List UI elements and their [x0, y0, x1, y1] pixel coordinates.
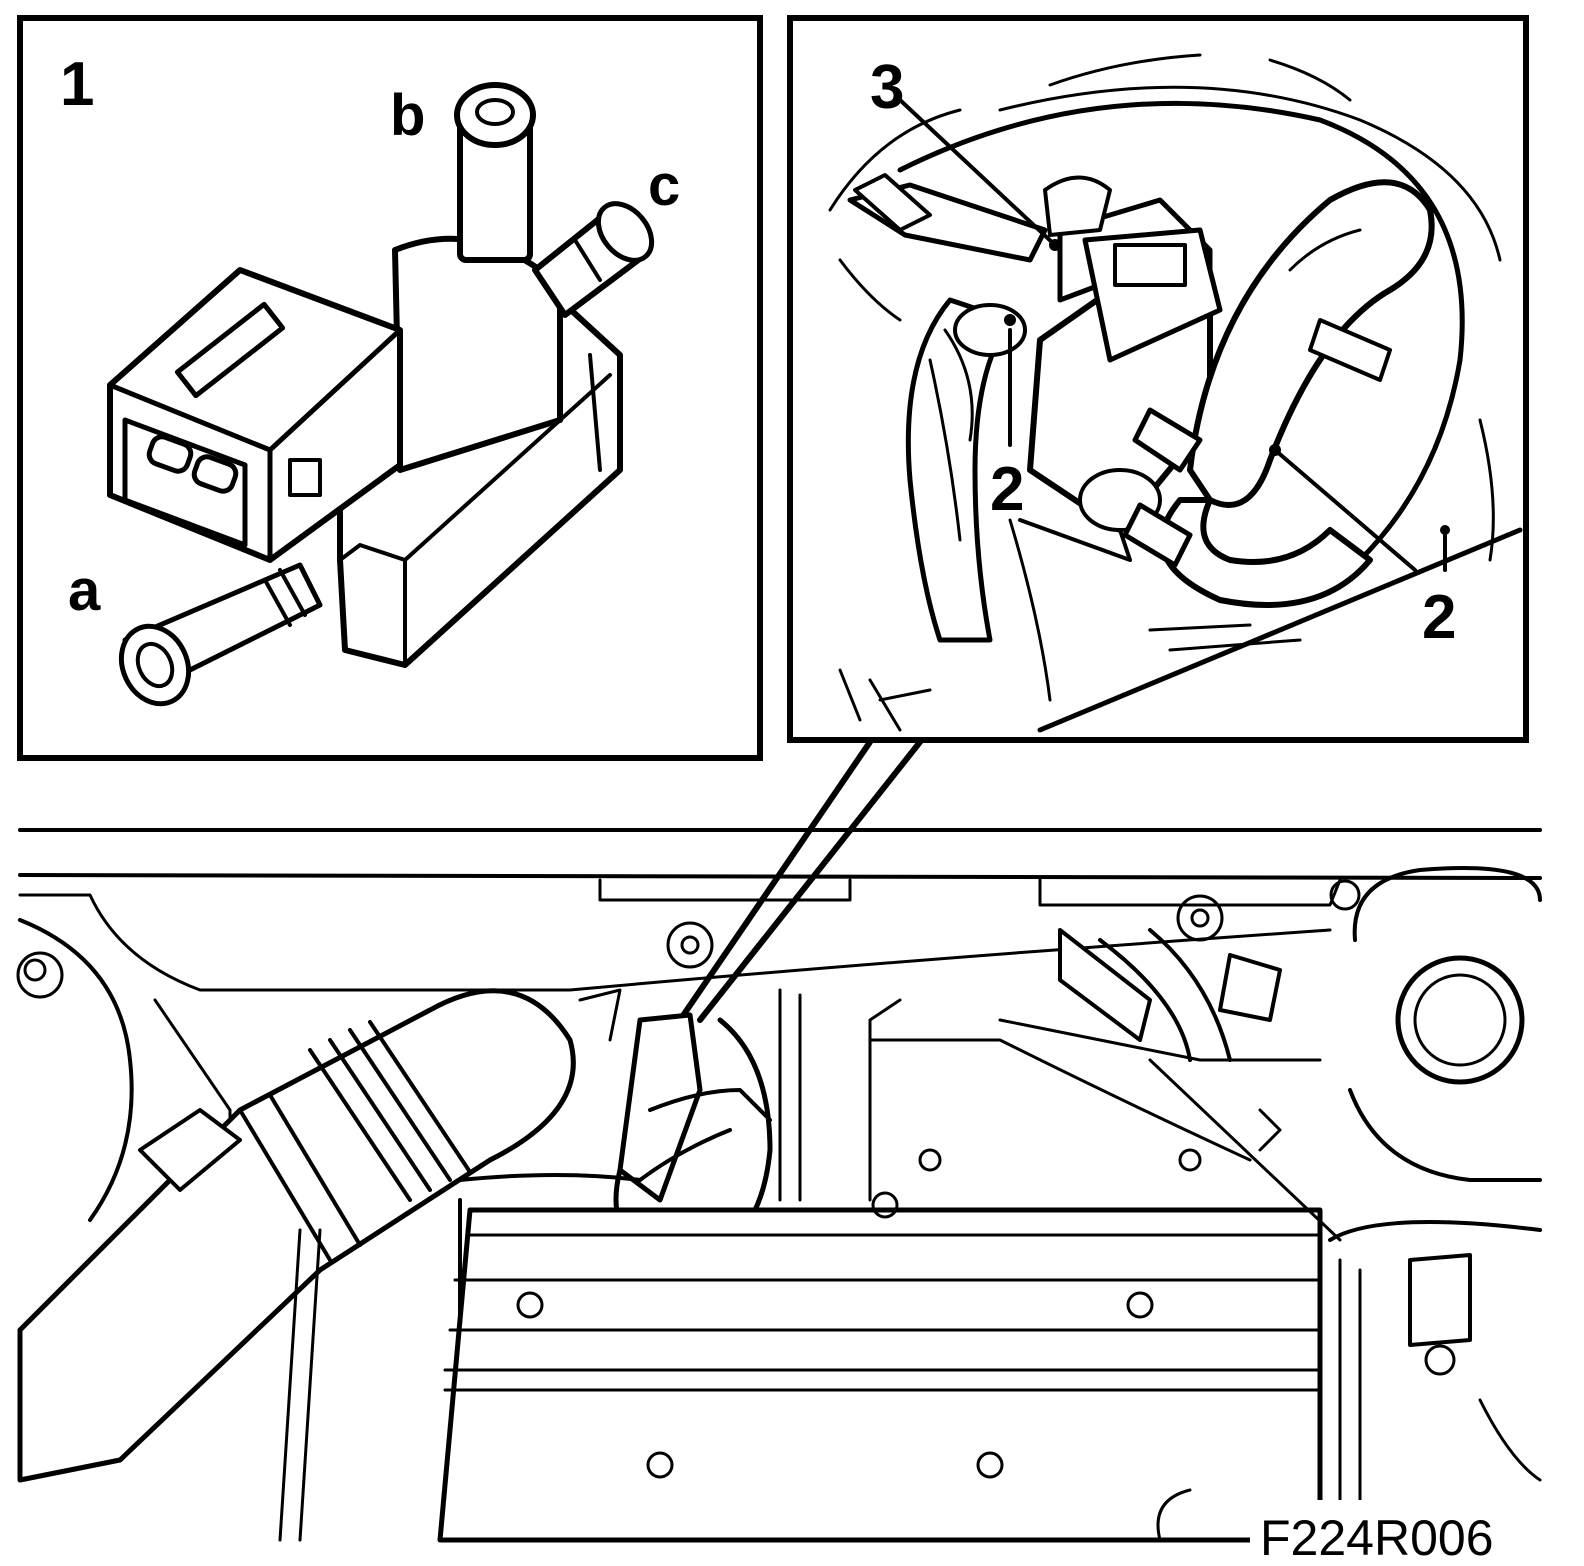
bolt-heads — [16, 879, 1361, 999]
drawing-code-backing — [1250, 1500, 1540, 1566]
port-label-b: b — [390, 83, 425, 148]
drawing-code-label: F224R006 — [1260, 1510, 1494, 1566]
zoom-pointer — [677, 739, 923, 1023]
callout-label-2-left: 2 — [990, 455, 1024, 524]
inset-number-label: 1 — [60, 50, 94, 119]
callout-leaders — [898, 98, 1450, 572]
callout-label-2-right: 2 — [1422, 583, 1456, 652]
inset-installed-view: 3 2 2 — [787, 15, 1529, 743]
port-label-c: c — [648, 153, 680, 218]
reservoir-cap — [1348, 866, 1542, 1182]
inset-valve-detail: 1 a b c — [17, 15, 763, 761]
valve-in-bay — [613, 1012, 773, 1263]
engine-bay-view — [16, 828, 1542, 1543]
cylinder-head-cover — [437, 1207, 1323, 1543]
solenoid-valve-illustration — [107, 82, 655, 707]
port-label-a: a — [68, 558, 101, 623]
callout-label-3: 3 — [870, 53, 904, 122]
installed-valve-illustration — [828, 53, 1523, 733]
